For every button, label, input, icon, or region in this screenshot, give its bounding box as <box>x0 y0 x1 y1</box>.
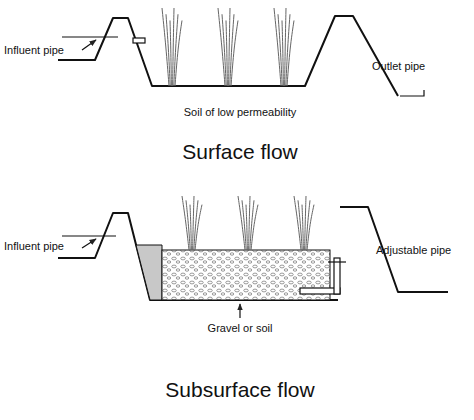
plant-leaf <box>282 20 283 86</box>
plant-leaf <box>246 205 247 250</box>
plant-leaf <box>190 205 191 250</box>
panel-caption: Surface flow <box>182 140 298 163</box>
plant-leaf <box>229 8 230 86</box>
plant-leaf <box>249 196 250 250</box>
plant-leaf <box>305 196 306 250</box>
pipe-label: Outlet pipe <box>372 60 425 72</box>
plant-leaf <box>195 205 202 250</box>
plant-leaf <box>231 20 238 86</box>
plant-leaf <box>175 20 182 86</box>
plant-leaf <box>222 14 226 86</box>
plant-leaf <box>226 20 227 86</box>
plant-leaf <box>242 200 246 250</box>
pipe-label: Adjustable pipe <box>376 244 451 256</box>
pipe-label: Influent pipe <box>4 240 64 252</box>
plant-leaf <box>251 205 258 250</box>
panel-caption: Subsurface flow <box>165 378 314 401</box>
plant-leaf <box>193 196 194 250</box>
wetland-plants <box>162 8 314 250</box>
plant-leaf <box>278 14 282 86</box>
plant-leaf <box>186 200 190 250</box>
plant-leaf <box>285 8 286 86</box>
layer-label: Gravel or soil <box>208 322 273 334</box>
surface-flow-basin <box>58 16 398 96</box>
plant-leaf <box>173 8 174 86</box>
plant-leaf <box>170 20 171 86</box>
plant-leaf <box>302 205 303 250</box>
layer-label: Soil of low permeability <box>184 106 297 118</box>
plant-leaf <box>166 14 170 86</box>
plant-leaf <box>298 200 302 250</box>
pipe-label: Influent pipe <box>4 44 64 56</box>
plant-leaf <box>307 205 314 250</box>
plant-leaf <box>287 20 294 86</box>
surface-flow-pipes <box>62 37 424 96</box>
